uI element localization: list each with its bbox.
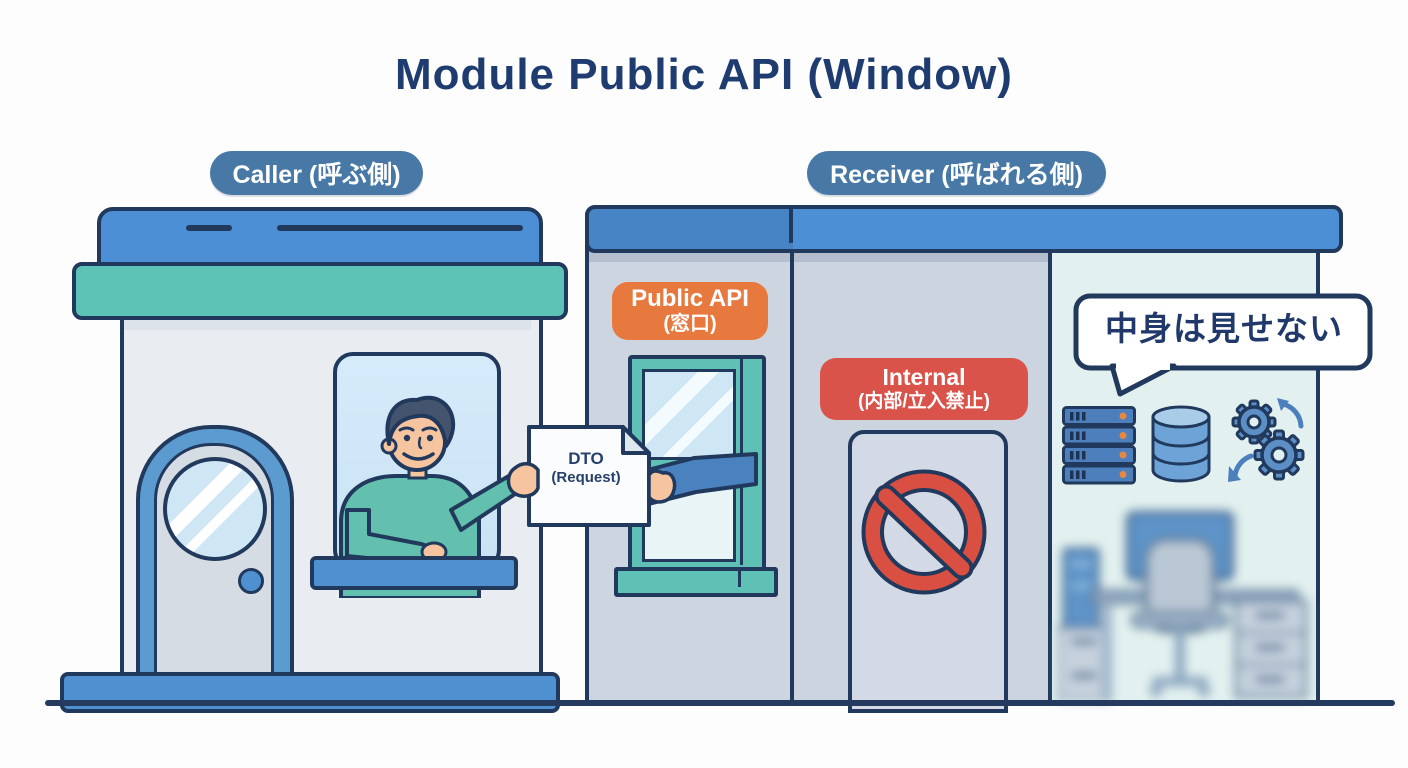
caller-window-sill — [310, 556, 518, 590]
dto-line1: DTO — [568, 449, 604, 468]
dto-document — [506, 425, 677, 527]
person-smile — [402, 452, 435, 461]
database-icon — [1151, 405, 1211, 483]
dto-document-label: DTO (Request) — [527, 448, 645, 488]
server-rack-icon — [1062, 406, 1136, 485]
gear-small — [1231, 399, 1277, 445]
speech-bubble — [1073, 293, 1373, 397]
caller-label-pill: Caller (呼ぶ側) — [210, 151, 423, 195]
roof-dash — [186, 225, 232, 231]
receiver-roof-left-segment — [585, 205, 793, 253]
person-eyebrow — [398, 426, 415, 432]
person-hair — [385, 395, 456, 448]
roof-divider-line — [789, 207, 793, 243]
public-api-badge: Public API (窓口) — [612, 282, 768, 340]
public-api-sill-divider — [738, 569, 741, 587]
no-entry-sign-icon — [861, 469, 987, 595]
public-api-badge-line2: (窓口) — [663, 313, 717, 336]
public-api-window-glass-top — [642, 369, 736, 463]
blurred-office-interior — [1058, 511, 1308, 701]
person-eye — [403, 434, 411, 442]
page-title: Module Public API (Window) — [395, 50, 1013, 99]
internal-badge-line2: (内部/立入禁止) — [858, 391, 990, 413]
public-api-badge-line1: Public API — [631, 285, 749, 313]
receiver-label-pill: Receiver (呼ばれる側) — [807, 151, 1106, 195]
roof-dash — [277, 225, 523, 231]
receiver-hand — [647, 469, 677, 504]
gears-icon — [1228, 398, 1305, 482]
person-nose — [417, 436, 423, 450]
caller-building-base — [60, 672, 560, 713]
internal-badge-line1: Internal — [882, 364, 966, 391]
door-knob — [238, 568, 264, 594]
internal-badge: Internal (内部/立入禁止) — [820, 358, 1028, 420]
caller-label: Caller (呼ぶ側) — [232, 161, 401, 189]
caller-awning — [72, 262, 568, 320]
person-eyebrow — [421, 426, 438, 432]
caller-hand — [506, 462, 540, 498]
public-api-window-sill — [614, 567, 778, 597]
receiver-roof — [585, 205, 1343, 253]
door-porthole-window — [163, 457, 267, 561]
receiver-label: Receiver (呼ばれる側) — [830, 161, 1083, 189]
speech-bubble-text: 中身は見せない — [1105, 310, 1343, 347]
gear-large — [1253, 429, 1305, 481]
dto-line2: (Request) — [551, 469, 621, 487]
ground-line — [45, 700, 1395, 706]
person-eye — [426, 434, 434, 442]
